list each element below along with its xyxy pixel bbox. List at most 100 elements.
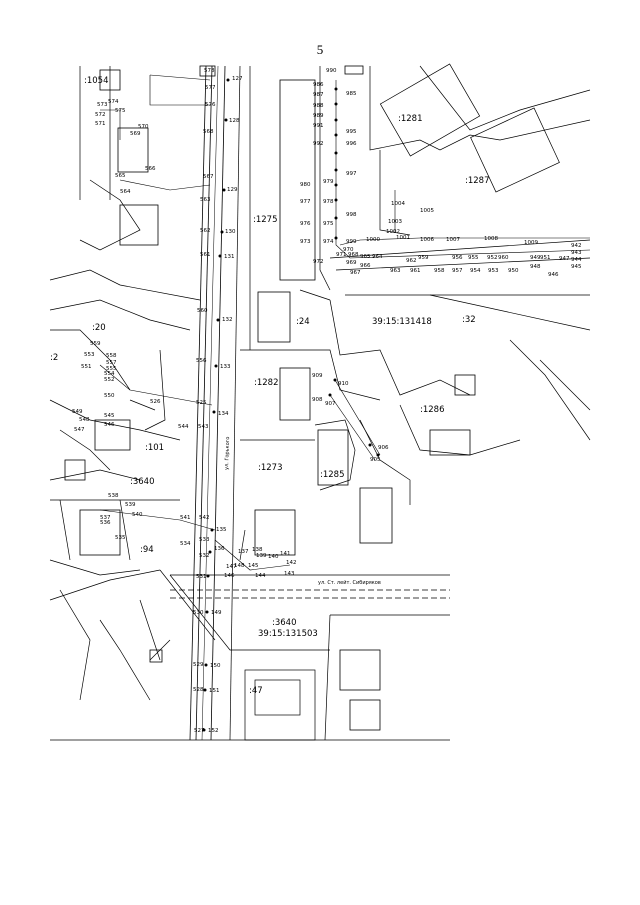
point-number-label: 951 xyxy=(540,255,551,261)
point-number-label: 577 xyxy=(205,85,216,91)
parcel-label: :1054 xyxy=(84,76,109,86)
parcel-label: :32 xyxy=(462,315,476,325)
point-number-label: 134 xyxy=(218,411,229,417)
cadastral-block-label: 39:15:131503 xyxy=(258,629,318,639)
point-number-label: 955 xyxy=(468,255,479,261)
point-number-label: 999 xyxy=(346,239,357,245)
point-number-label: 130 xyxy=(225,229,236,235)
point-number-label: 946 xyxy=(548,272,559,278)
point-number-label: 551 xyxy=(81,364,92,370)
point-number-label: 953 xyxy=(488,268,499,274)
point-number-label: 560 xyxy=(197,308,208,314)
point-number-label: 987 xyxy=(313,92,324,98)
point-number-label: 963 xyxy=(390,268,401,274)
point-number-label: 989 xyxy=(313,113,324,119)
point-number-label: 148 xyxy=(234,563,245,569)
point-number-label: 948 xyxy=(530,264,541,270)
point-number-label: 541 xyxy=(180,515,191,521)
point-number-label: 127 xyxy=(232,76,243,82)
point-number-label: 554 xyxy=(104,371,115,377)
point-number-label: 528 xyxy=(193,687,204,693)
point-number-label: 537 xyxy=(100,515,111,521)
point-number-label: 568 xyxy=(203,129,214,135)
point-number-label: 135 xyxy=(216,527,227,533)
point-number-label: 552 xyxy=(104,377,115,383)
point-number-label: 553 xyxy=(84,352,95,358)
point-number-label: 542 xyxy=(199,515,210,521)
parcel-label: :1285 xyxy=(320,470,345,480)
point-number-label: 569 xyxy=(130,131,141,137)
cadastral-block-label: 39:15:131418 xyxy=(372,317,432,327)
parcel-label: :2 xyxy=(50,353,58,363)
point-number-label: 575 xyxy=(115,108,126,114)
point-number-label: 536 xyxy=(100,520,111,526)
point-number-label: 965 xyxy=(360,254,371,260)
point-labels-left: 578 577 576 575 574 573 572 571 570 569 … xyxy=(72,68,216,734)
point-number-label: 570 xyxy=(138,124,149,130)
point-number-label: 1004 xyxy=(391,201,405,207)
point-number-label: 1000 xyxy=(366,237,380,243)
point-number-label: 557 xyxy=(106,360,117,366)
point-number-label: 151 xyxy=(209,688,220,694)
point-number-label: 571 xyxy=(95,121,106,127)
parcel-label: :1287 xyxy=(465,176,490,186)
point-number-label: 997 xyxy=(346,171,357,177)
point-number-label: 1003 xyxy=(388,219,402,225)
point-number-label: 550 xyxy=(104,393,115,399)
parcel-label: :47 xyxy=(249,686,263,696)
point-labels-middle: 909 910 908 907 906 905 xyxy=(312,373,389,463)
point-number-label: 573 xyxy=(97,102,108,108)
point-number-label: 147 xyxy=(226,564,237,570)
point-number-label: 566 xyxy=(145,166,156,172)
point-number-label: 943 xyxy=(571,250,582,256)
point-number-label: 1002 xyxy=(386,229,400,235)
point-number-label: 576 xyxy=(205,102,216,108)
point-number-label: 572 xyxy=(95,112,106,118)
point-number-label: 137 xyxy=(238,549,249,555)
point-number-label: 138 xyxy=(252,547,263,553)
parcel-label: :101 xyxy=(145,443,164,453)
point-number-label: 142 xyxy=(286,560,297,566)
point-number-label: 133 xyxy=(220,364,231,370)
point-number-label: 578 xyxy=(204,68,215,74)
point-number-label: 563 xyxy=(200,197,211,203)
street-label: ул. Горького xyxy=(224,437,231,471)
point-number-label: 544 xyxy=(178,424,189,430)
point-number-label: 562 xyxy=(200,228,211,234)
map-linework xyxy=(49,63,591,741)
parcel-label: :1281 xyxy=(398,114,423,124)
point-number-label: 540 xyxy=(132,512,143,518)
point-number-label: 559 xyxy=(90,341,101,347)
point-number-label: 545 xyxy=(104,413,115,419)
point-number-label: 143 xyxy=(284,571,295,577)
point-number-label: 908 xyxy=(312,397,323,403)
parcel-labels: :1054 :1281 :1287 :1275 :24 :32 :20 :2 :… xyxy=(50,76,490,696)
parcel-label: :20 xyxy=(92,323,106,333)
point-number-label: 972 xyxy=(313,259,324,265)
point-number-label: 128 xyxy=(229,118,240,124)
point-number-label: 547 xyxy=(74,427,85,433)
point-number-label: 1001 xyxy=(396,235,410,241)
point-number-label: 907 xyxy=(325,401,336,407)
point-number-label: 564 xyxy=(120,189,131,195)
parcel-label: :24 xyxy=(296,317,310,327)
point-number-label: 950 xyxy=(508,268,519,274)
point-number-label: 909 xyxy=(312,373,323,379)
point-number-label: 970 xyxy=(343,247,354,253)
point-number-label: 945 xyxy=(571,264,582,270)
point-number-label: 973 xyxy=(300,239,311,245)
point-number-label: 527 xyxy=(194,728,205,734)
point-number-label: 140 xyxy=(268,554,279,560)
point-number-label: 139 xyxy=(256,553,267,559)
point-number-label: 1006 xyxy=(420,237,434,243)
page-number: 5 xyxy=(316,42,324,57)
point-number-label: 531 xyxy=(196,574,207,580)
point-number-label: 555 xyxy=(106,366,117,372)
point-number-label: 146 xyxy=(224,573,235,579)
parcel-label: :1275 xyxy=(253,215,278,225)
street-label: ул. Ст. лейт. Сибиряков xyxy=(318,579,381,586)
point-number-label: 986 xyxy=(313,82,324,88)
point-number-label: 979 xyxy=(323,179,334,185)
point-number-label: 532 xyxy=(199,553,210,559)
